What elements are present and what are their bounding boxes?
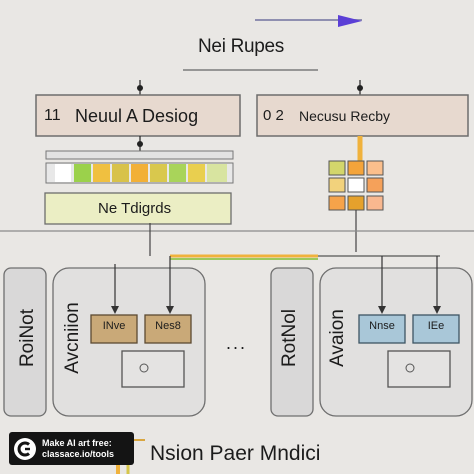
box1-label: Neuul A Desiog (75, 106, 199, 126)
group-ellipsis: ... (226, 333, 248, 353)
box1-number: 11 (44, 107, 61, 124)
right-output-dot (405, 363, 415, 373)
box2-label: Necusu Recby (299, 108, 391, 124)
bottom-title: Nsion Paer Mndici (150, 442, 321, 465)
box-ne-tdigrds (44, 192, 232, 225)
right-outer-label: RotNol (279, 308, 300, 368)
watermark-line-2: classace.io/tools (42, 448, 115, 459)
connector-dot-1 (137, 85, 143, 91)
left-outer-label: RoiNot (17, 308, 38, 368)
left-chip-1-label: INve (102, 320, 126, 332)
color-bar-top (45, 150, 234, 160)
right-chip-2 (412, 314, 460, 344)
right-chip-2-label: IEe (427, 320, 445, 332)
right-color-grid (328, 160, 384, 211)
right-chip-1 (358, 314, 406, 344)
left-output-box (121, 350, 185, 388)
left-outer-panel (3, 267, 47, 417)
top-arrow-head (338, 15, 362, 27)
left-chip-2 (144, 314, 192, 344)
diagram-title: Nei Rupes (198, 36, 285, 57)
connector-dot-2 (357, 85, 363, 91)
right-output-box (387, 350, 451, 388)
left-chip-2-label: Nes8 (155, 320, 181, 332)
watermark-line-1: Make AI art free: (42, 437, 112, 448)
left-chip-1 (90, 314, 138, 344)
right-chip-1-label: Nnse (369, 320, 395, 332)
box2-number: 0 2 (263, 107, 284, 124)
color-bar-cells (55, 164, 227, 182)
connector-dot-3 (137, 141, 143, 147)
watermark-logo-icon (14, 437, 36, 460)
box-neural-design (35, 94, 241, 137)
right-outer-panel (270, 267, 314, 417)
right-inner-label: Avaion (327, 309, 348, 367)
left-inner-label: Avcniion (62, 302, 83, 374)
left-output-dot (139, 363, 149, 373)
norm-box-label: Ne Tdigrds (98, 200, 172, 217)
watermark-badge[interactable]: Make AI art free: classace.io/tools (9, 432, 134, 465)
